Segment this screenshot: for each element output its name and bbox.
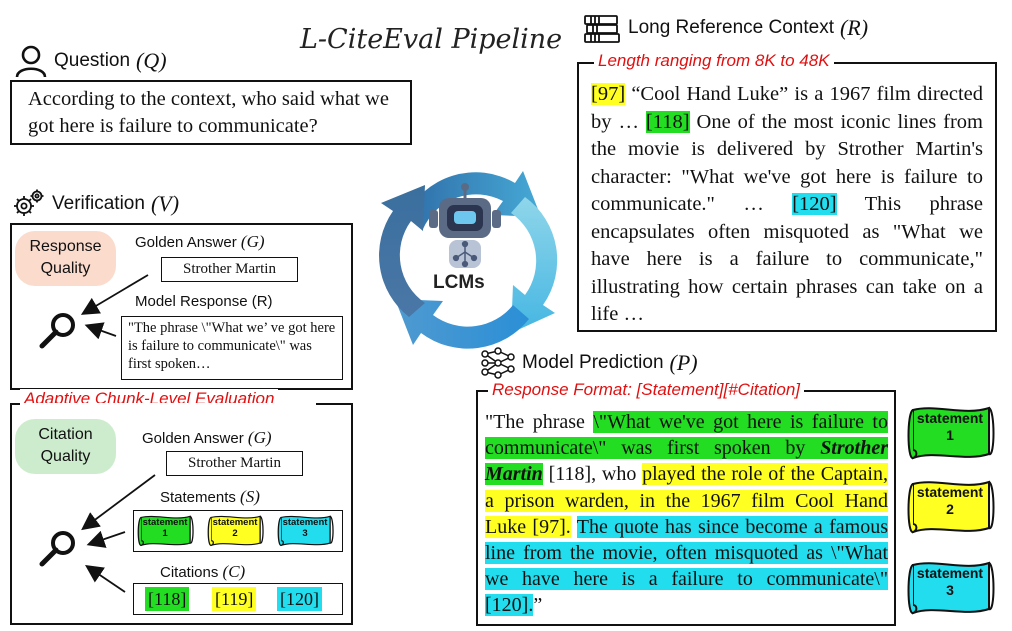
question-box: According to the context, who said what …: [10, 80, 412, 145]
context-box: [97] “Cool Hand Luke” is a 1967 film dir…: [577, 62, 997, 332]
verification-label: Verification: [52, 193, 145, 214]
model-response-box: "The phrase \"What we’ ve got here is fa…: [121, 316, 343, 380]
question-var: (Q): [136, 48, 167, 73]
statements-label: Statements (S): [160, 487, 260, 506]
citations-label: Citations (C): [160, 562, 246, 581]
cycle-arrow-top: [405, 171, 541, 229]
arrow-response-to-magnifier: [84, 322, 117, 340]
question-label: Question: [54, 50, 131, 71]
verification-header: Verification (V): [12, 188, 179, 220]
magnifier-icon-2: [39, 531, 75, 567]
response-quality-pill: Response Quality: [15, 231, 116, 286]
golden-answer-value-2: Strother Martin: [166, 451, 303, 476]
model-response-text: "The phrase \"What we’ ve got here is fa…: [128, 320, 336, 372]
prediction-header: Model Prediction (P): [480, 346, 698, 380]
question-header: Question (Q): [14, 44, 167, 78]
context-length-note: Length ranging from 8K to 48K: [594, 51, 834, 71]
golden-answer-label: Golden Answer (G): [135, 232, 265, 251]
context-header: Long Reference Context (R): [582, 12, 868, 44]
context-text: [97] “Cool Hand Luke” is a 1967 film dir…: [591, 83, 983, 325]
prediction-box: "The phrase \"What we've got here is fai…: [476, 390, 896, 626]
context-var: (R): [839, 15, 869, 40]
model-response-label: Model Response (R): [135, 293, 273, 310]
arrow-statements-to-magnifier: [86, 530, 126, 548]
cycle-arrow-left: [379, 185, 425, 317]
user-icon: [15, 45, 47, 78]
golden-answer-label-2: Golden Answer (G): [142, 428, 272, 447]
statements-box: [133, 510, 343, 552]
prediction-var: (P): [669, 350, 698, 375]
question-text: According to the context, who said what …: [28, 88, 389, 137]
cycle-arrows: [379, 171, 558, 349]
context-label: Long Reference Context: [628, 17, 834, 38]
arrow-golden2-to-magnifier: [81, 474, 156, 531]
diagram-title: L-CiteEval Pipeline: [300, 24, 563, 55]
lcms-label: LCMs: [433, 272, 485, 293]
box-top-right-edge: [316, 403, 353, 405]
cycle-arrow-bottom: [395, 299, 529, 349]
cycle-arrow-right: [511, 197, 558, 333]
books-icon: [584, 15, 620, 43]
golden-answer-value: Strother Martin: [161, 257, 298, 282]
citations-box: [133, 583, 343, 615]
prediction-label: Model Prediction: [522, 352, 664, 373]
citation-119: [119]: [212, 587, 257, 611]
citation-118: [118]: [145, 587, 190, 611]
context-citation-118: [118]: [645, 110, 690, 133]
prediction-text: "The phrase \"What we've got here is fai…: [485, 411, 888, 617]
robot-icon: [429, 183, 501, 268]
arrow-golden-to-magnifier: [80, 274, 149, 315]
arrow-citations-to-magnifier: [85, 564, 126, 593]
citation-quality-pill: Citation Quality: [15, 419, 116, 474]
verification-var: (V): [150, 191, 180, 216]
context-citation-97: [97]: [591, 83, 626, 105]
magnifier-icon: [39, 313, 75, 349]
context-citation-120: [120]: [792, 193, 837, 215]
box-top-left-edge: [10, 403, 20, 405]
response-format-note: Response Format: [Statement][#Citation]: [488, 380, 805, 400]
citation-120: [120]: [277, 587, 322, 611]
gears-icon: [14, 189, 44, 216]
network-icon: [481, 347, 515, 379]
